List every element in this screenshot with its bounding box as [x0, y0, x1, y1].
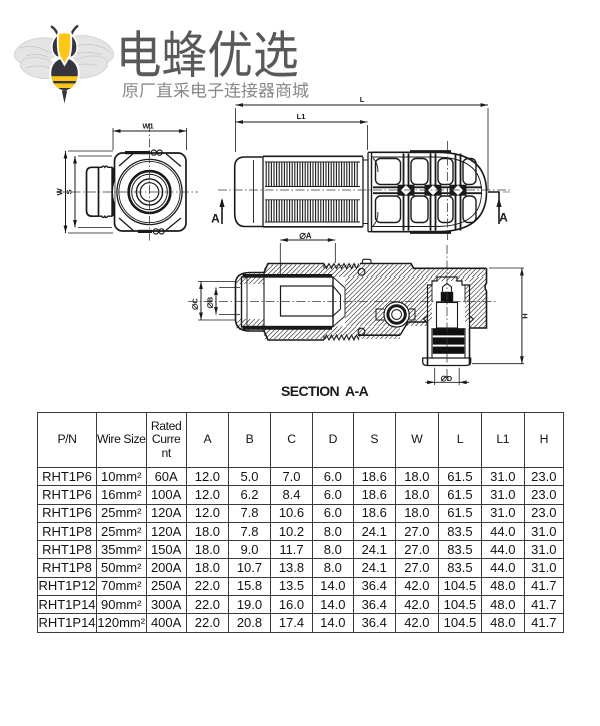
svg-text:SECTION: SECTION: [281, 383, 340, 399]
svg-text:L1: L1: [297, 112, 306, 121]
svg-text:W: W: [55, 188, 64, 196]
svg-text:A: A: [306, 232, 312, 241]
svg-text:A: A: [499, 211, 508, 225]
svg-text:A-A: A-A: [345, 383, 369, 399]
svg-text:C: C: [191, 298, 200, 304]
svg-text:H: H: [521, 313, 530, 318]
svg-text:L: L: [360, 95, 365, 104]
svg-text:B: B: [206, 296, 215, 302]
svg-text:W1: W1: [142, 122, 153, 131]
svg-text:S: S: [65, 189, 74, 194]
svg-text:D: D: [447, 374, 453, 383]
svg-text:A: A: [211, 212, 220, 226]
